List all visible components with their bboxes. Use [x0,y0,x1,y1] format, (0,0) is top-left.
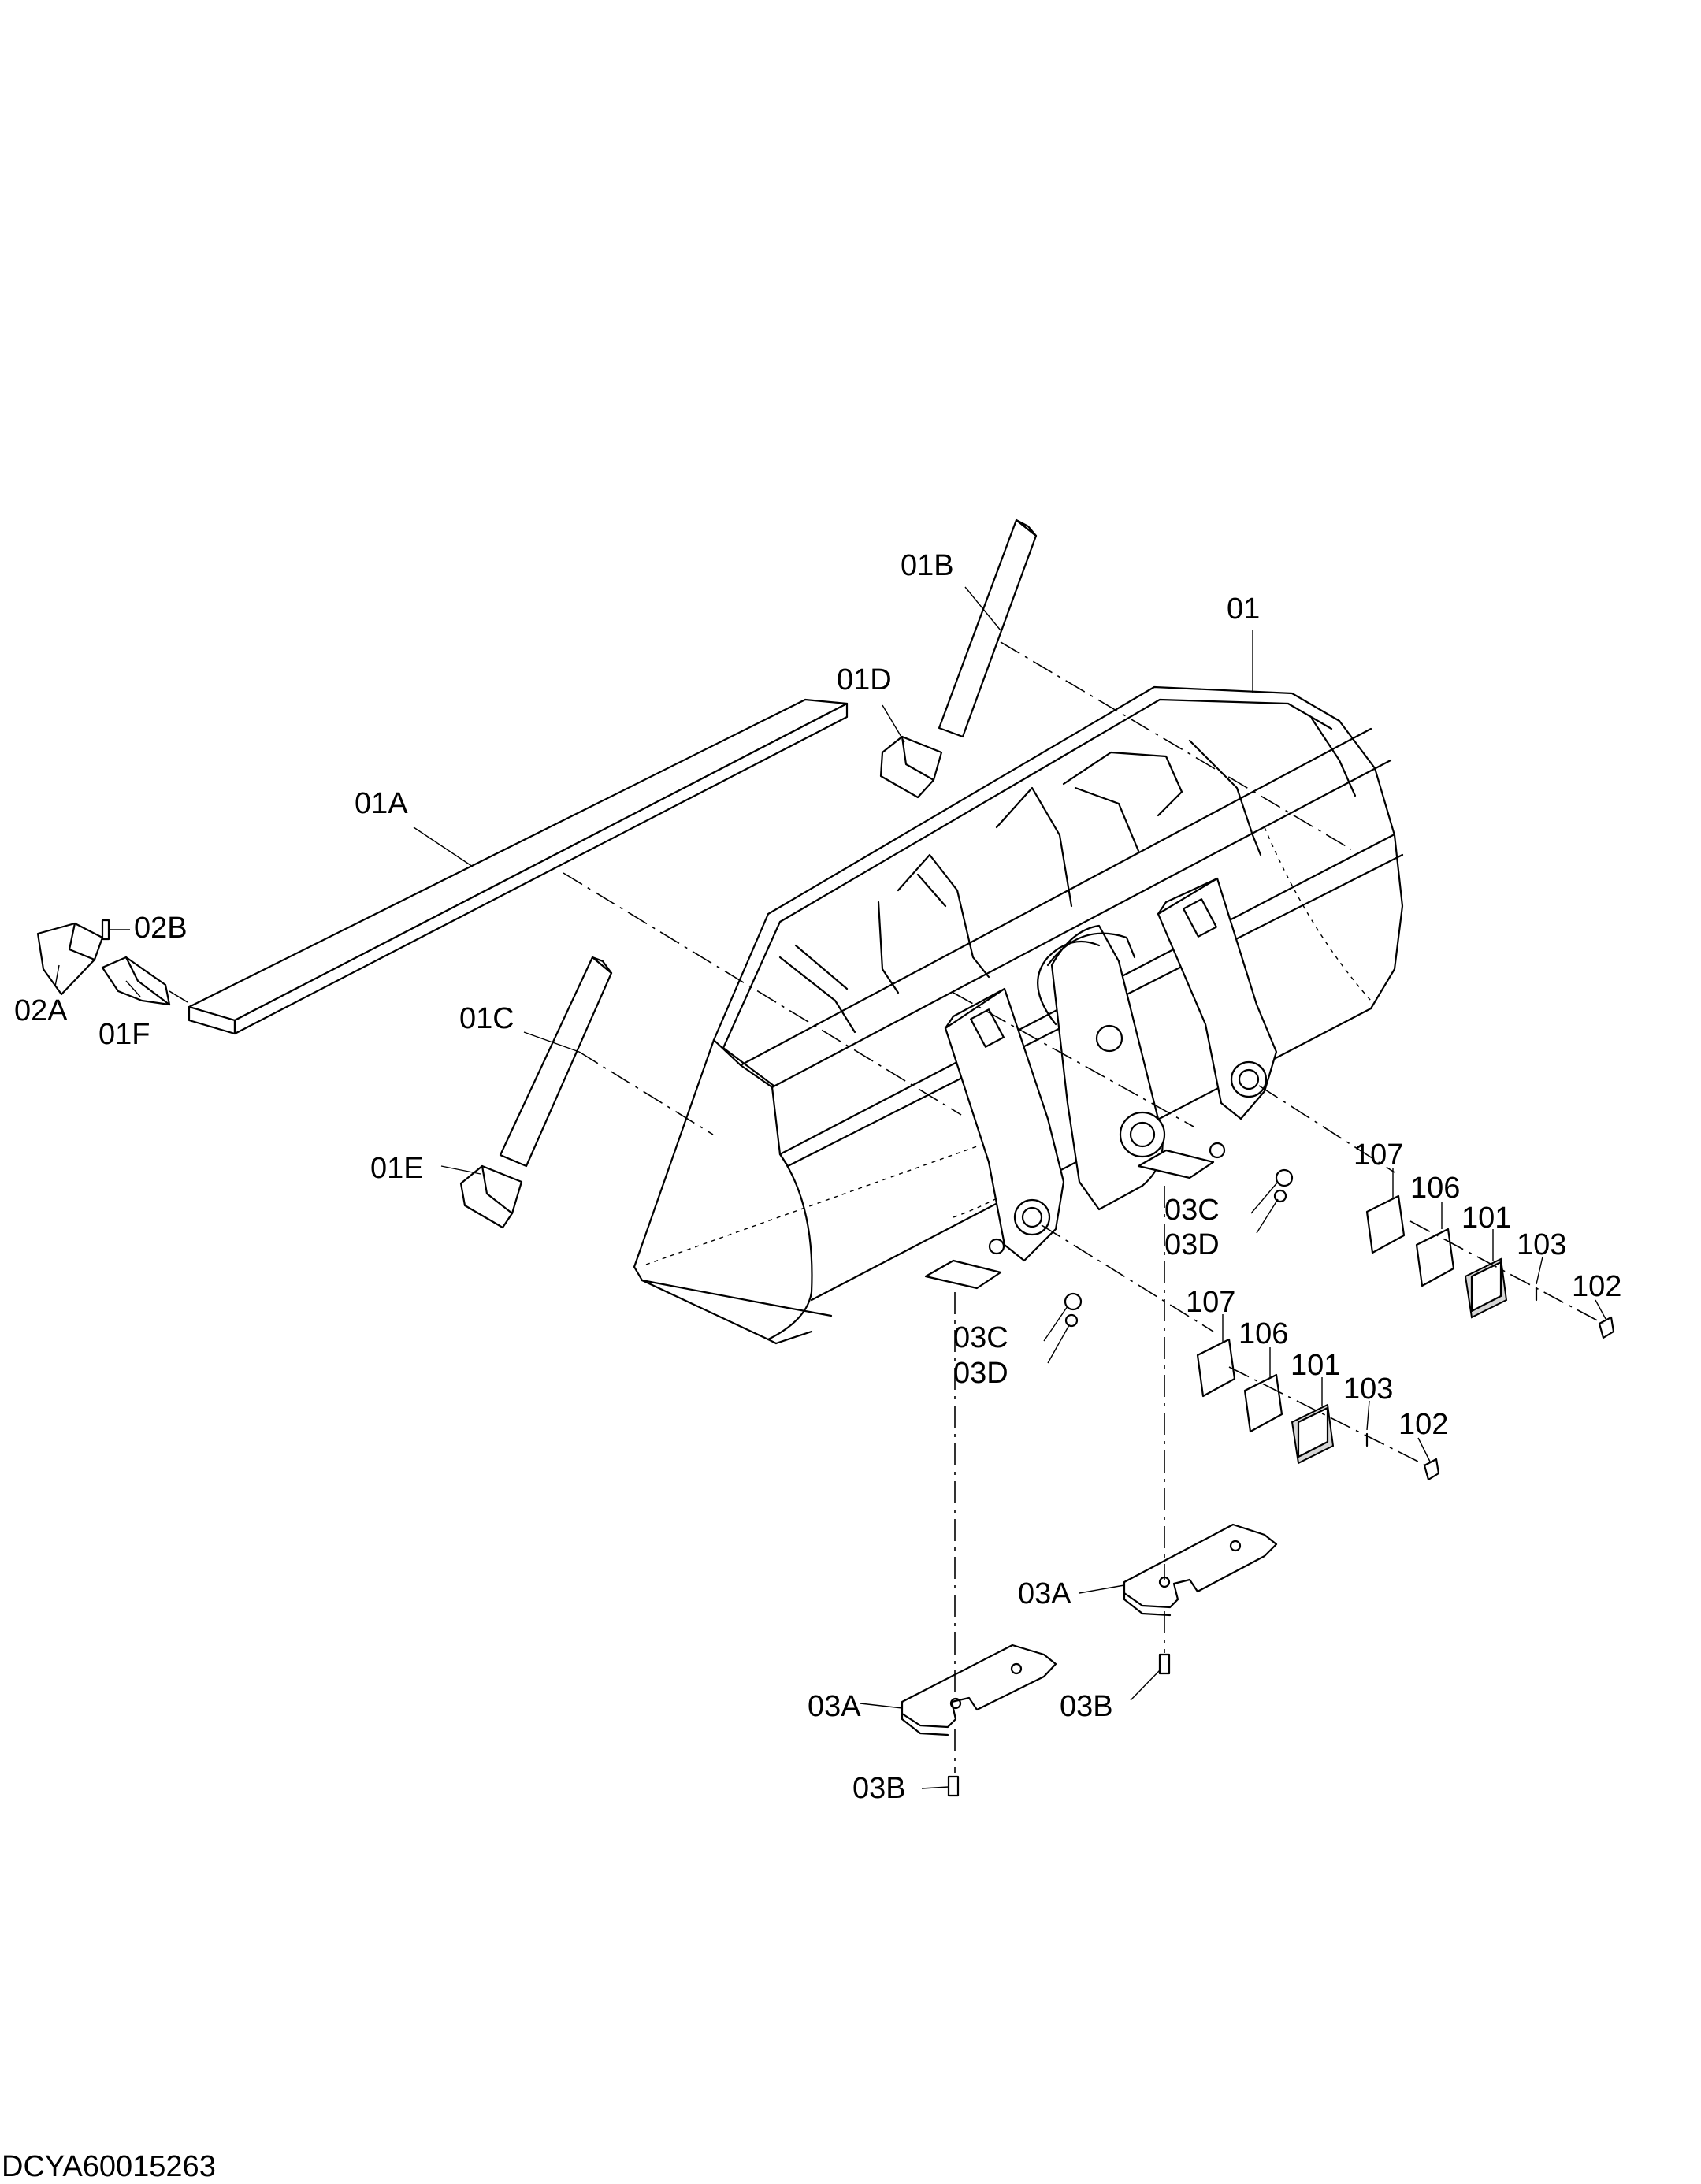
label-01e: 01E [370,1152,424,1185]
label-101-lower: 101 [1291,1349,1340,1382]
label-107-lower: 107 [1186,1286,1235,1319]
label-03a-right: 03A [1018,1577,1071,1610]
end-bit-lower-part [459,1164,523,1229]
label-01a: 01A [355,787,408,820]
shim-set-lower-part [1196,1314,1440,1481]
drawing-code: DCYA60015263 [2,2150,216,2183]
end-bit-upper-part [879,735,943,799]
label-103-lower: 103 [1343,1372,1393,1406]
bolts-03c-03d-part [1043,1168,1294,1364]
label-03c-left: 03C [953,1321,1008,1354]
tooth-assembly-part [36,919,171,1006]
label-102-upper: 102 [1572,1270,1621,1303]
leader-lines [54,586,1001,1175]
label-03a-left: 03A [808,1690,861,1723]
label-01f: 01F [98,1018,150,1051]
label-103-upper: 103 [1517,1228,1566,1261]
label-02a: 02A [14,994,68,1027]
label-01d: 01D [837,663,892,696]
bucket-body-part [633,630,1404,1345]
label-01c: 01C [459,1002,514,1035]
label-102-lower: 102 [1398,1408,1448,1441]
label-106-upper: 106 [1410,1172,1460,1205]
wear-plate-right-part [1079,1523,1278,1701]
label-107-upper: 107 [1354,1138,1403,1172]
side-edge-lower-part [499,956,613,1168]
wear-plate-left-part [860,1644,1057,1797]
label-106-lower: 106 [1239,1317,1288,1350]
label-02b: 02B [134,912,188,945]
assembly-lines [169,641,1604,1773]
label-101-upper: 101 [1461,1202,1511,1235]
label-03d-left: 03D [953,1357,1008,1390]
cutting-edge-part [188,698,849,1035]
side-edge-upper-part [938,518,1038,738]
label-03b-right: 03B [1060,1690,1113,1723]
label-03c-right: 03C [1164,1194,1220,1227]
label-01b: 01B [901,549,954,582]
label-03b-left: 03B [852,1772,906,1805]
label-03d-right: 03D [1164,1228,1220,1261]
label-01: 01 [1227,592,1260,626]
shim-set-upper-part [1365,1168,1615,1339]
